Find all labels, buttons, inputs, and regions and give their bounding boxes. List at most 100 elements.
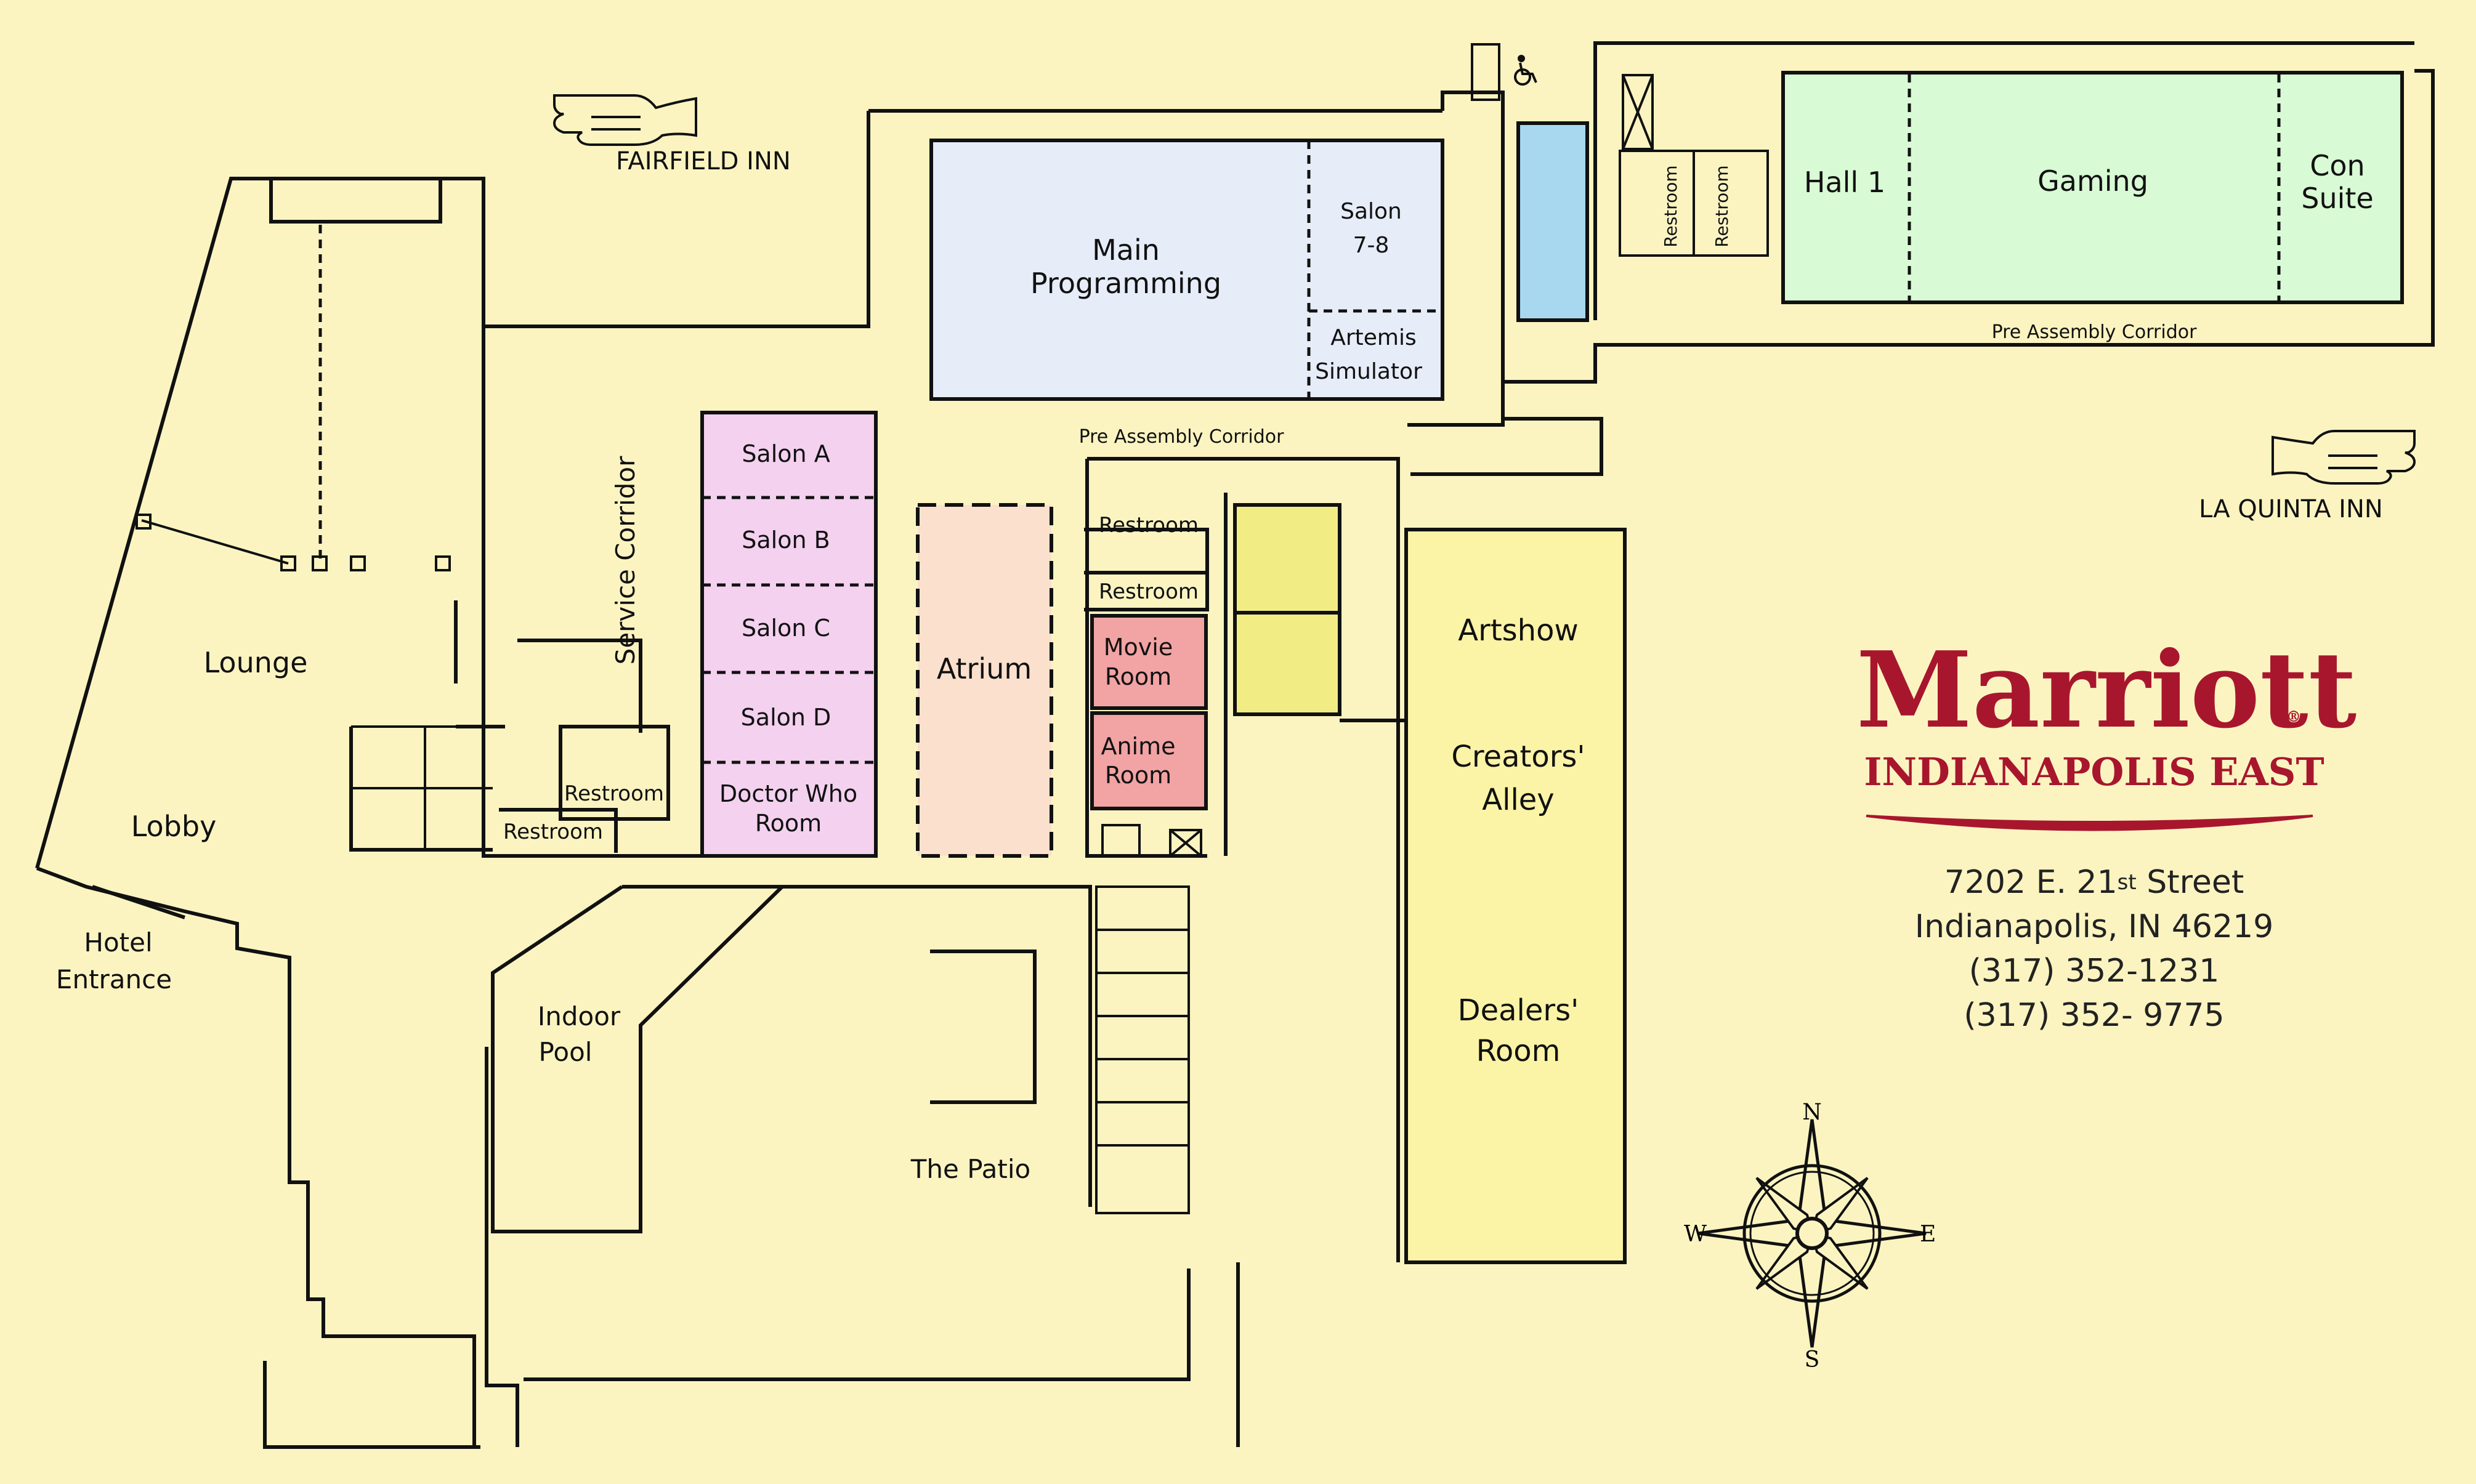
artemis-label-2: Simulator [1315, 359, 1422, 384]
main-programming-room[interactable] [929, 139, 1444, 401]
restroom-label-v2: Restroom [1712, 165, 1732, 247]
hotel-entrance-doors [92, 885, 185, 919]
patio-north-wall [622, 885, 1092, 1207]
logo-swoosh [1866, 815, 2313, 831]
lobby-south-wall [36, 866, 476, 1447]
lounge-label: Lounge [204, 646, 308, 679]
column [350, 555, 366, 571]
restroom-label-1: Restroom [1099, 513, 1199, 538]
east-corridor-wall [1087, 457, 1400, 1262]
creators-alley-label-1[interactable]: Creators' [1451, 740, 1585, 774]
creators-alley-label-2[interactable]: Alley [1482, 783, 1554, 817]
compass-rose-icon: N S E W [1684, 1100, 1936, 1373]
hall1-label: Hall 1 [1804, 166, 1885, 199]
salon-7-8-label-1: Salon [1340, 199, 1402, 224]
main-programming-label-2: Programming [1030, 267, 1221, 300]
address-line-2: Indianapolis, IN 46219 [1915, 908, 2274, 945]
pre-assembly-corridor-wall [1501, 69, 2435, 425]
compass-n: N [1802, 1100, 1822, 1125]
pool-blue-room [1516, 121, 1589, 322]
restroom-label-sw2: Restroom [503, 820, 603, 844]
movie-room-label-2[interactable]: Room [1105, 663, 1171, 690]
stair-treads [1096, 929, 1189, 1147]
column [136, 514, 152, 530]
hotel-entrance-label-2: Entrance [56, 964, 172, 994]
pool-west-wall [485, 1047, 519, 1447]
stair [1471, 43, 1500, 101]
elevator-x [1169, 829, 1202, 857]
hall1-gaming-consuite-room[interactable] [1781, 71, 2404, 304]
patio-south-wall [524, 1268, 1191, 1381]
anime-room-label-2[interactable]: Room [1105, 762, 1171, 789]
lobby-grid [351, 725, 493, 850]
south-wall [263, 1361, 480, 1449]
stairs-small [1101, 824, 1141, 857]
compass-s: S [1805, 1347, 1820, 1373]
restroom-box-sw1 [559, 725, 670, 821]
registered-mark: ® [2286, 708, 2301, 725]
service-corridor-label: Service Corridor [610, 456, 641, 664]
main-programming-label-1: Main [1092, 233, 1160, 267]
column [312, 555, 328, 571]
salon-a-label[interactable]: Salon A [742, 440, 830, 467]
indoor-pool-wall [491, 885, 784, 1233]
anime-room-label-1[interactable]: Anime [1101, 733, 1175, 760]
doctor-who-label-1[interactable]: Doctor Who [719, 780, 857, 807]
atrium-room[interactable] [916, 503, 1053, 858]
corridor-south-wall [1410, 417, 1603, 476]
lobby-west-wall [35, 177, 702, 869]
movie-room[interactable] [1090, 614, 1208, 710]
pointing-hand-right-icon [2272, 430, 2416, 485]
lobby-grid-wall [349, 727, 493, 852]
indoor-pool-label-2: Pool [539, 1037, 593, 1067]
column [435, 555, 451, 571]
anime-room[interactable] [1090, 711, 1208, 810]
column [280, 555, 296, 571]
indoor-pool-label-1: Indoor [538, 1001, 621, 1031]
compass-e: E [1920, 1222, 1936, 1247]
salon-d-label[interactable]: Salon D [741, 704, 831, 731]
atrium-label[interactable]: Atrium [937, 652, 1032, 685]
doctor-who-label-2[interactable]: Room [755, 810, 822, 837]
marriott-logo: Marriott ® INDIANAPOLIS EAST [1856, 629, 2357, 831]
east-main-wall [1407, 91, 1505, 427]
salons-block[interactable] [700, 411, 878, 858]
artshow-dealers-hall[interactable] [1404, 528, 1627, 1264]
pre-assembly-right-label: Pre Assembly Corridor [1992, 321, 2198, 343]
hotel-entrance-label-1: Hotel [84, 927, 152, 958]
artemis-label-1: Artemis [1330, 325, 1417, 350]
elevator-shaft [1622, 74, 1654, 150]
fairfield-label: FAIRFIELD INN [616, 147, 791, 175]
yellow-room-2 [1233, 611, 1341, 716]
service-north-wall [483, 111, 870, 328]
marriott-logo-text: Marriott [1856, 629, 2357, 752]
elevator-small [1169, 829, 1202, 857]
salon-c-label[interactable]: Salon C [742, 615, 830, 642]
con-suite-label-1: Con [2310, 149, 2365, 182]
gaming-label: Gaming [2037, 164, 2148, 198]
compass-w: W [1684, 1222, 1707, 1247]
artshow-label[interactable]: Artshow [1458, 613, 1578, 648]
restroom-label-v1: Restroom [1661, 165, 1681, 247]
dealers-room-label-1[interactable]: Dealers' [1458, 993, 1579, 1028]
dealers-room-label-2[interactable]: Room [1476, 1034, 1561, 1068]
movie-block-wall [1085, 459, 1207, 858]
con-suite-label-2: Suite [2301, 182, 2373, 215]
salon-b-label[interactable]: Salon B [742, 526, 830, 554]
wheelchair-icon [1514, 55, 1537, 86]
yellow-room-1 [1233, 503, 1341, 615]
phone-2: (317) 352- 9775 [1964, 997, 2224, 1034]
la-quinta-label: LA QUINTA INN [2199, 495, 2383, 523]
north-annex-wall [1593, 41, 2414, 320]
stair-block [1095, 885, 1190, 1214]
pre-assembly-left-label: Pre Assembly Corridor [1079, 426, 1285, 448]
salon-7-8-label-2: 7-8 [1353, 233, 1390, 258]
phone-1: (317) 352-1231 [1969, 953, 2220, 990]
elevator-x [1622, 75, 1654, 150]
patio-u-shape [930, 950, 1037, 1104]
location-name: INDIANAPOLIS EAST [1864, 749, 2324, 794]
pointing-hand-left-icon [552, 94, 697, 146]
restroom-label-sw1: Restroom [564, 781, 664, 806]
movie-room-label-1[interactable]: Movie [1104, 634, 1173, 661]
